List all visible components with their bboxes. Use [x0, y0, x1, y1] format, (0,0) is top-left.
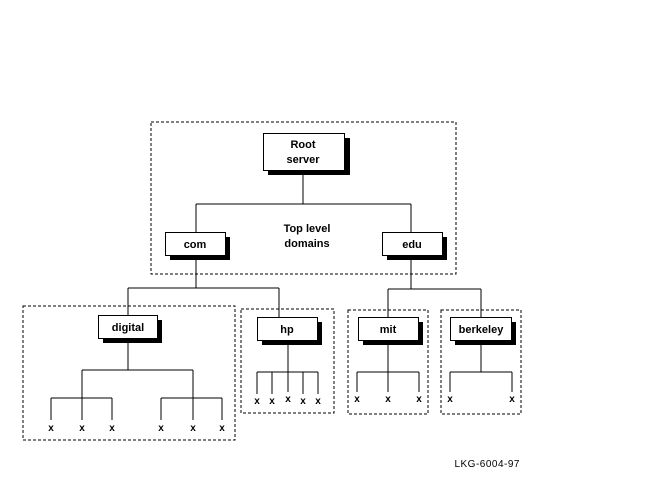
- mit-leaf-1: x: [354, 394, 360, 405]
- top-level-domains-label: Top level domains: [284, 223, 331, 250]
- hp-leaf-1: x: [254, 396, 260, 407]
- hp-node: hp: [257, 317, 322, 345]
- digital-leaf-2: x: [79, 423, 85, 434]
- root-label-line1: Root: [290, 139, 315, 151]
- hp-leaf-4: x: [300, 396, 306, 407]
- connector-lines: [50, 171, 513, 420]
- digital-leaf-1: x: [48, 423, 54, 434]
- top-level-label-line2: domains: [284, 238, 329, 250]
- digital-region: [22, 305, 236, 441]
- berkeley-leaf-1: x: [447, 394, 453, 405]
- digital-leaf-5: x: [190, 423, 196, 434]
- hp-region: [240, 308, 335, 414]
- top-level-region: [150, 121, 457, 275]
- berkeley-node: berkeley: [450, 317, 516, 345]
- digital-node: digital: [98, 315, 162, 343]
- berkeley-leaf-2: x: [509, 394, 515, 405]
- figure-id: LKG-6004-97: [454, 459, 520, 470]
- root-label-line2: server: [286, 154, 320, 166]
- edu-node: edu: [382, 232, 447, 260]
- digital-leaf-3: x: [109, 423, 115, 434]
- digital-label: digital: [112, 322, 144, 334]
- digital-leaf-4: x: [158, 423, 164, 434]
- edu-label: edu: [402, 239, 422, 251]
- mit-leaf-3: x: [416, 394, 422, 405]
- com-node: com: [165, 232, 230, 260]
- mit-node: mit: [358, 317, 423, 345]
- hp-leaf-2: x: [269, 396, 275, 407]
- root-server-node: Root server: [263, 133, 350, 175]
- top-level-label-line1: Top level: [284, 223, 331, 235]
- hp-leaf-5: x: [315, 396, 321, 407]
- mit-label: mit: [380, 324, 397, 336]
- hp-label: hp: [280, 324, 294, 336]
- berkeley-label: berkeley: [459, 324, 505, 336]
- mit-leaf-2: x: [385, 394, 391, 405]
- digital-leaf-6: x: [219, 423, 225, 434]
- leaf-hosts: x x x x x x x x x x x x x x x x: [48, 394, 515, 434]
- hp-leaf-3: x: [285, 394, 291, 405]
- com-label: com: [184, 239, 207, 251]
